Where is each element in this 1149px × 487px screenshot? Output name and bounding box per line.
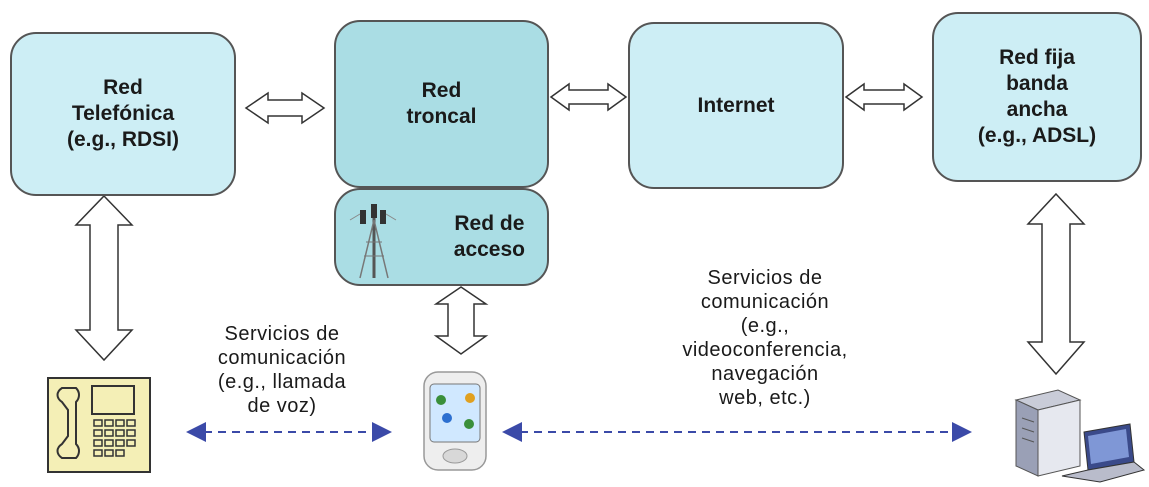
caption-voice-services: Servicios de comunicación (e.g., llamada… [217, 323, 347, 417]
node-broadband-network-label: Red fija banda ancha (e.g., ADSL) [977, 46, 1097, 147]
arrow-backbone-internet [549, 82, 628, 112]
caption-data-services: Servicios de comunicación (e.g., videoco… [682, 267, 848, 409]
node-backbone: Red troncal [334, 20, 549, 188]
telephone-icon [47, 377, 151, 473]
node-internet: Internet [628, 22, 844, 189]
node-backbone-label: Red troncal [406, 79, 477, 128]
arrow-broadband-server [1026, 192, 1086, 376]
arrow-telephone-phone [74, 194, 134, 362]
arrow-telephone-backbone [244, 91, 326, 125]
node-telephone-network: Red Telefónica (e.g., RDSI) [10, 32, 236, 196]
node-access-network: Red de acceso [334, 188, 549, 286]
node-telephone-network-label: Red Telefónica (e.g., RDSI) [66, 76, 179, 151]
node-access-network-label: Red de acceso [453, 212, 525, 261]
node-internet-label: Internet [697, 93, 775, 117]
cell-tower-icon [349, 204, 397, 279]
server-icon [1014, 389, 1082, 477]
arrow-access-mobile [433, 286, 489, 355]
arrow-internet-broadband [844, 82, 924, 112]
mobile-phone-icon [423, 371, 487, 471]
laptop-icon [1061, 423, 1146, 483]
node-broadband-network: Red fija banda ancha (e.g., ADSL) [932, 12, 1142, 182]
